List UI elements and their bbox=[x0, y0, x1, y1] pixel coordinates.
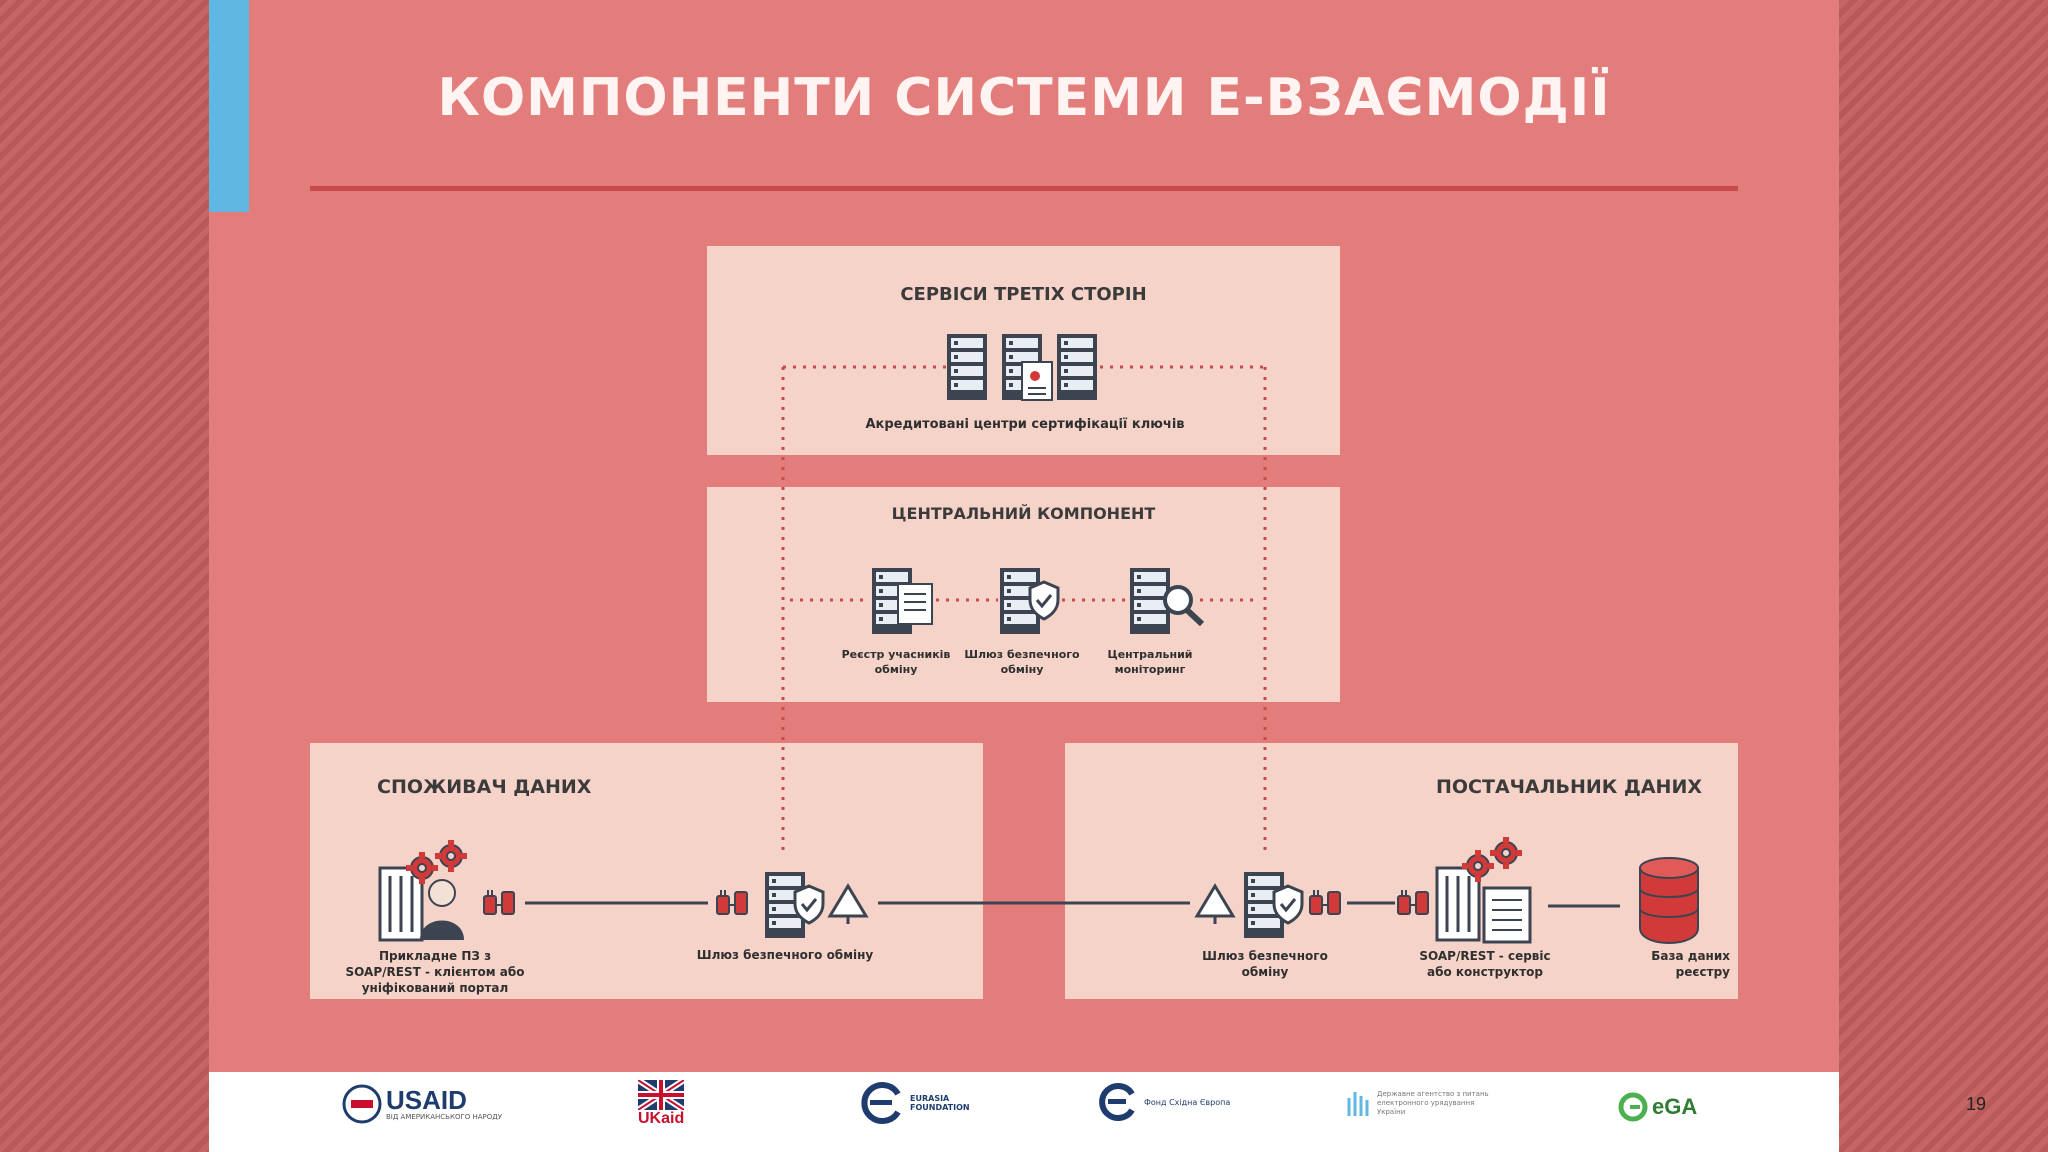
slide-title: КОМПОНЕНТИ СИСТЕМИ Е-ВЗАЄМОДІЇ bbox=[437, 68, 1611, 128]
central-caption-gateway: Шлюз безпечного обміну bbox=[964, 648, 1080, 676]
title-divider bbox=[310, 186, 1738, 191]
consumer-gateway-icon bbox=[765, 872, 825, 938]
third-party-title: СЕРВІСИ ТРЕТІХ СТОРІН bbox=[900, 284, 1147, 305]
provider-gateway-icon bbox=[1244, 872, 1304, 938]
provider-title: ПОСТАЧАЛЬНИК ДАНИХ bbox=[1435, 776, 1702, 798]
consumer-gateway-caption: Шлюз безпечного обміну bbox=[696, 948, 874, 962]
consumer-title: СПОЖИВАЧ ДАНИХ bbox=[377, 776, 592, 798]
agency-logo: Державне агентство з питань електронного… bbox=[1345, 1088, 1497, 1118]
consumer-cone-icon bbox=[828, 884, 868, 926]
ukaid-logo: UKaid bbox=[638, 1080, 684, 1128]
union-flag-icon bbox=[638, 1080, 685, 1110]
footer-logos bbox=[209, 1072, 1839, 1152]
server-shield-icon bbox=[1000, 568, 1060, 634]
central-caption-monitoring: Центральний моніторинг bbox=[1107, 648, 1193, 676]
provider-plug-icon bbox=[1397, 889, 1429, 915]
usaid-logo: USAID ВІД АМЕРИКАНСЬКОГО НАРОДУ bbox=[342, 1084, 502, 1124]
provider-gateway-plug-icon bbox=[1309, 889, 1341, 915]
agency-mark-icon bbox=[1347, 1092, 1369, 1116]
consumer-app-icon bbox=[378, 839, 468, 942]
server-registry-icon bbox=[872, 568, 933, 634]
accent-bar bbox=[209, 0, 249, 212]
consumer-gateway-plug-icon bbox=[716, 889, 748, 915]
eurasia-mark-icon bbox=[861, 1082, 901, 1124]
consumer-plug-icon bbox=[483, 889, 515, 915]
third-party-caption: Акредитовані центри сертифікації ключів bbox=[865, 417, 1185, 432]
panel-provider bbox=[1065, 743, 1738, 999]
ega-logo: eGA bbox=[1618, 1092, 1697, 1122]
eurasia-logo: EURASIA FOUNDATION bbox=[858, 1080, 970, 1126]
agency-text: Державне агентство з питань електронного… bbox=[1377, 1089, 1489, 1116]
usaid-subtext: ВІД АМЕРИКАНСЬКОГО НАРОДУ bbox=[386, 1113, 502, 1121]
solid-connectors bbox=[525, 901, 1620, 908]
page-number: 19 bbox=[1966, 1094, 1987, 1114]
central-caption-registry: Реєстр учасників обміну bbox=[841, 648, 951, 676]
dotted-connectors bbox=[781, 365, 1267, 850]
provider-gateway-caption: Шлюз безпечного обміну bbox=[1202, 949, 1328, 979]
server-magnifier-icon bbox=[1130, 568, 1205, 634]
provider-cone-icon bbox=[1195, 884, 1235, 926]
fond-text: Фонд Східна Європа bbox=[1144, 1097, 1231, 1107]
provider-db-caption: База даних реєстру bbox=[1651, 949, 1730, 979]
usaid-seal-icon bbox=[342, 1084, 382, 1124]
ukaid-text: UKaid bbox=[638, 1110, 685, 1127]
ega-mark-icon bbox=[1618, 1092, 1648, 1122]
eurasia-text: EURASIA FOUNDATION bbox=[910, 1094, 970, 1112]
usaid-text: USAID bbox=[386, 1085, 467, 1115]
database-icon bbox=[1639, 857, 1699, 944]
provider-service-caption: SOAP/REST - сервіс або конструктор bbox=[1419, 949, 1551, 979]
provider-service-icon bbox=[1435, 836, 1532, 944]
consumer-app-caption: Прикладне ПЗ з SOAP/REST - клієнтом або … bbox=[345, 949, 525, 995]
fond-mark-icon bbox=[1099, 1083, 1135, 1121]
server-rack-certificate-icon bbox=[947, 334, 1097, 401]
central-title: ЦЕНТРАЛЬНИЙ КОМПОНЕНТ bbox=[891, 504, 1156, 523]
fond-logo: Фонд Східна Європа bbox=[1098, 1082, 1244, 1122]
ega-text: eGA bbox=[1652, 1094, 1698, 1119]
